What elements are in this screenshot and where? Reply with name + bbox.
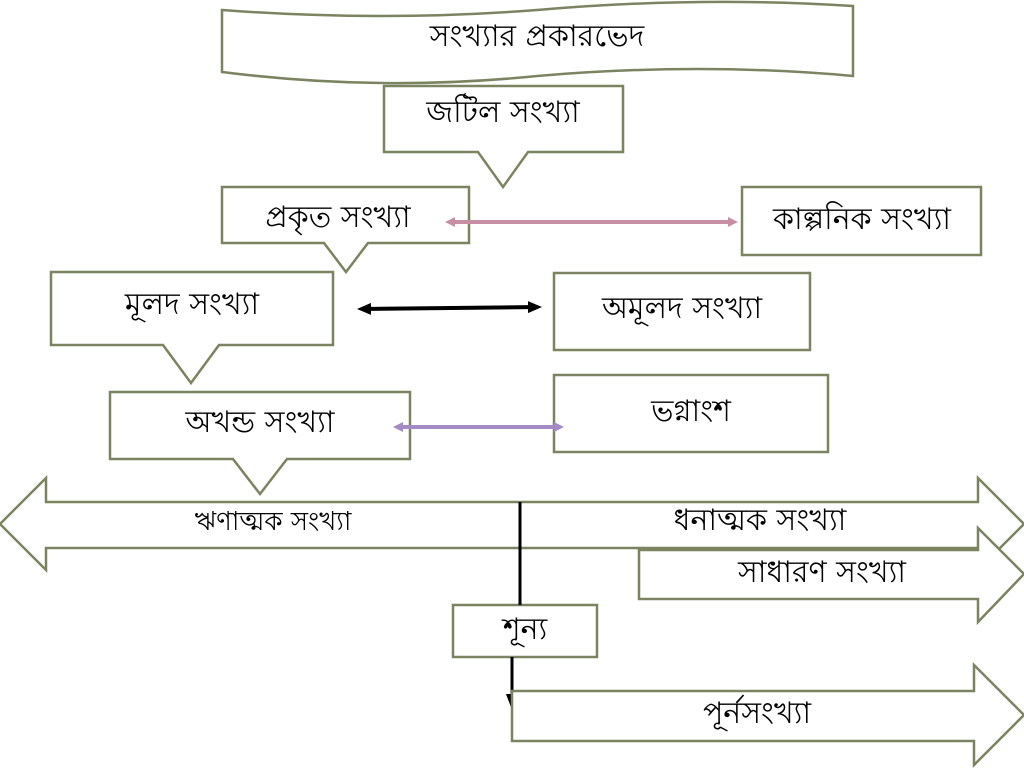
natural-number-arrow <box>637 524 1024 626</box>
fraction-node: ভগ্নাংশ <box>552 373 830 454</box>
fraction-label: ভগ্নাংশ <box>650 394 732 429</box>
integer-node: অখন্ড সংখ্যা <box>108 390 412 497</box>
whole-number-label: পূর্নসংখ্যা <box>703 695 812 731</box>
imaginary-number-node: কাল্পনিক সংখ্যা <box>740 185 983 257</box>
zero-node: শূন্য <box>451 603 599 659</box>
positive-number-label: ধনাত্মক সংখ্যা <box>674 503 848 538</box>
rational-number-label: মূলদ সংখ্যা <box>124 287 260 322</box>
irrational-number-label: অমূলদ সংখ্যা <box>601 291 763 326</box>
irrational-number-node: অমূলদ সংখ্যা <box>552 271 812 352</box>
zero-label: শূন্য <box>501 612 549 647</box>
natural-number-label: সাধারণ সংখ্যা <box>737 555 907 590</box>
rational-irrational-arrow <box>357 301 542 315</box>
diagram-title: সংখ্যার প্রকারভেদ <box>429 19 646 54</box>
integer-label: অখন্ড সংখ্যা <box>184 405 335 440</box>
complex-number-label: জটিল সংখ্যা <box>425 93 581 130</box>
whole-number-arrow <box>510 661 1024 768</box>
imaginary-number-label: কাল্পনিক সংখ্যা <box>772 201 952 237</box>
number-line-arrow <box>0 474 1024 574</box>
rational-number-node: মূলদ সংখ্যা <box>49 270 335 386</box>
complex-number-node: জটিল সংখ্যা <box>382 84 625 190</box>
negative-number-label: ঋণাত্মক সংখ্যা <box>195 507 352 537</box>
title-banner: সংখ্যার প্রকারভেদ <box>220 0 855 85</box>
real-number-label: প্রকৃত সংখ্যা <box>265 200 412 236</box>
real-number-node: প্রকৃত সংখ্যা <box>220 185 471 275</box>
